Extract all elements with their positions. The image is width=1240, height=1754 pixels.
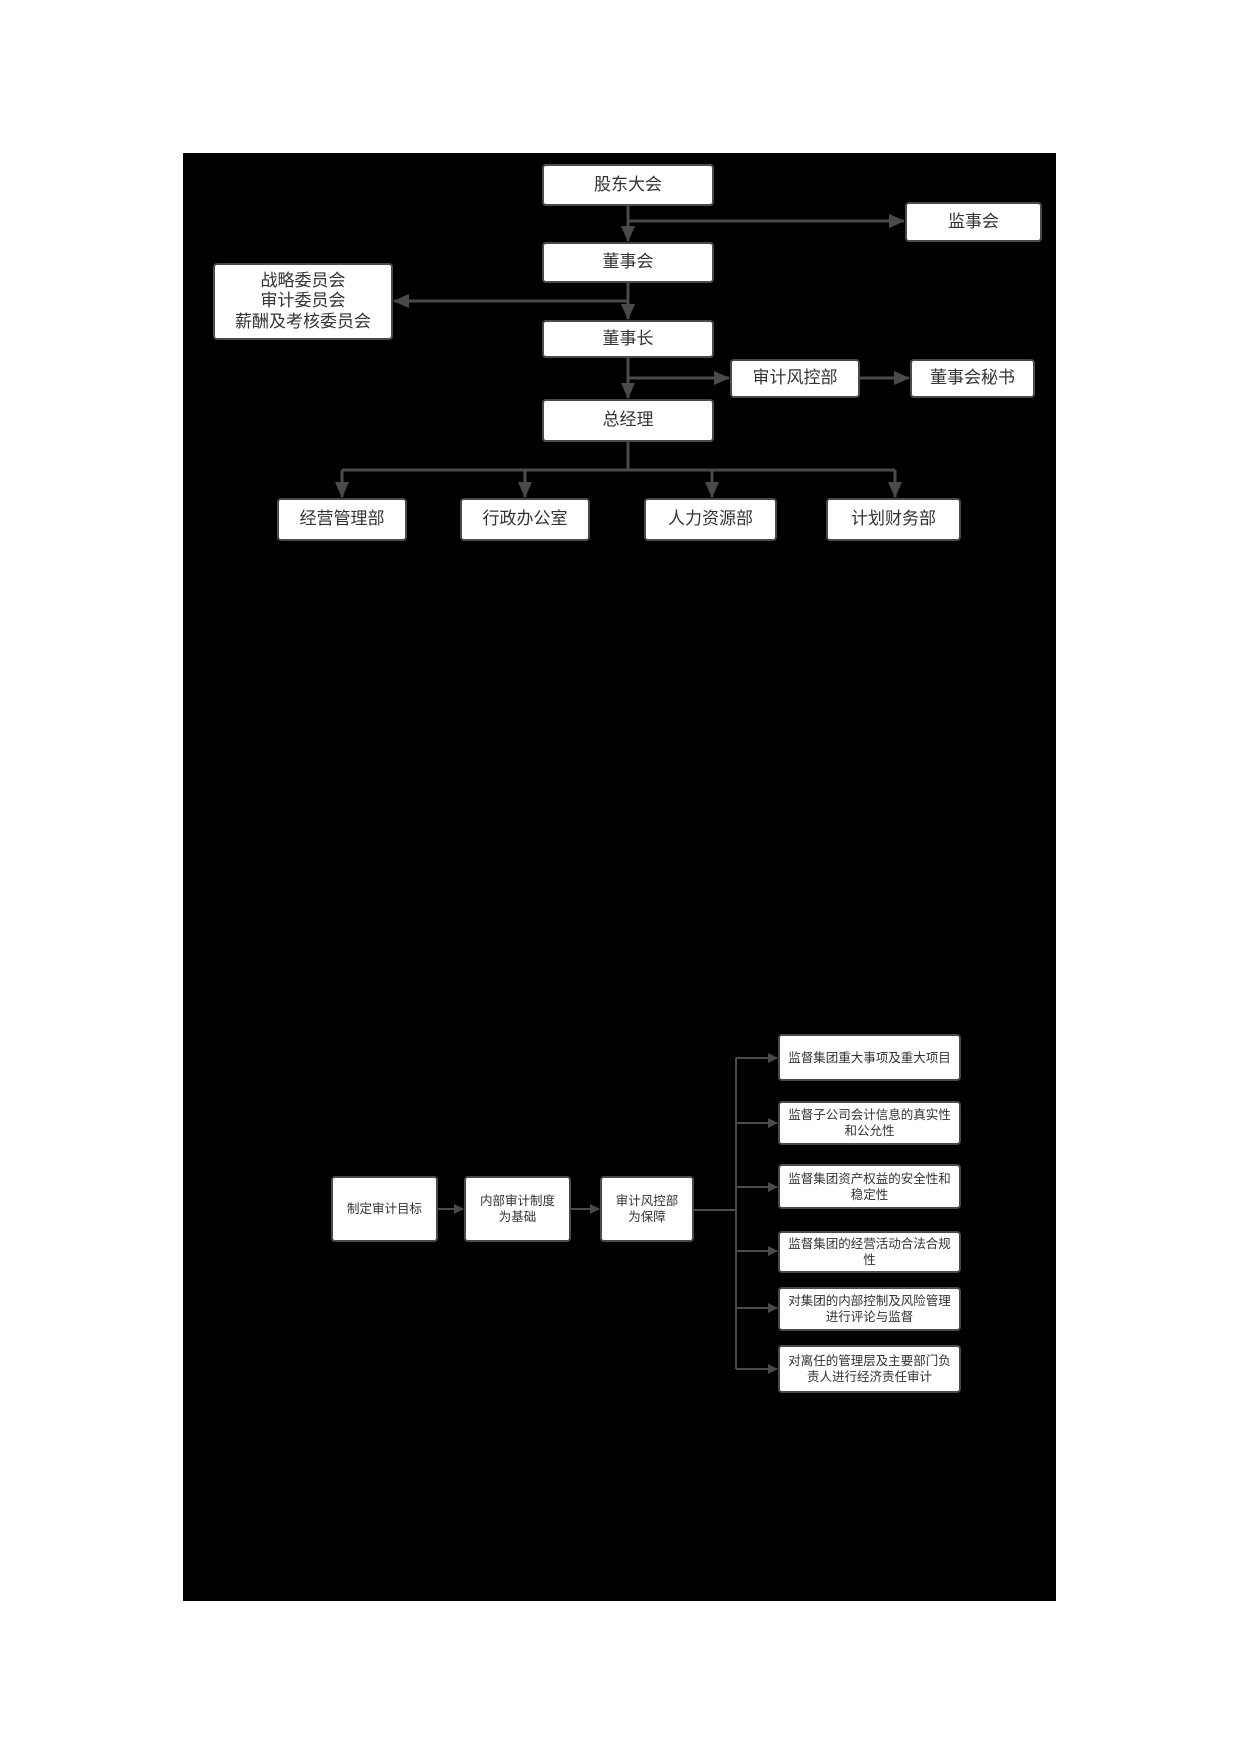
- committee-audit: 审计委员会: [260, 291, 346, 312]
- duty-label: 监督集团重大事项及重大项目: [788, 1049, 951, 1065]
- node-general-manager: 总经理: [542, 399, 714, 442]
- node-dept-admin-office: 行政办公室: [460, 498, 590, 541]
- step-label-line2: 为保障: [628, 1209, 666, 1224]
- duty-label: 对集团的内部控制及风险管理进行评论与监督: [788, 1293, 951, 1324]
- duty-label: 监督集团的经营活动合法合规性: [788, 1236, 951, 1267]
- duty-label: 对离任的管理层及主要部门负责人进行经济责任审计: [788, 1353, 951, 1384]
- duty-economic-responsibility-audit: 对离任的管理层及主要部门负责人进行经济责任审计: [778, 1345, 961, 1393]
- duty-accounting-info: 监督子公司会计信息的真实性和公允性: [778, 1101, 961, 1145]
- node-dept-finance: 计划财务部: [826, 498, 961, 541]
- node-label: 总经理: [602, 410, 654, 431]
- node-committees: 战略委员会 审计委员会 薪酬及考核委员会: [213, 263, 393, 340]
- committee-compensation: 薪酬及考核委员会: [235, 311, 371, 332]
- node-label: 董事会秘书: [930, 368, 1015, 389]
- node-label: 行政办公室: [482, 509, 568, 530]
- committee-strategy: 战略委员会: [260, 270, 346, 291]
- node-board-secretary: 董事会秘书: [910, 359, 1035, 398]
- duty-compliance: 监督集团的经营活动合法合规性: [778, 1231, 961, 1273]
- duty-asset-security: 监督集团资产权益的安全性和稳定性: [778, 1164, 961, 1209]
- step-label: 制定审计目标: [346, 1201, 422, 1217]
- duty-internal-control-review: 对集团的内部控制及风险管理进行评论与监督: [778, 1287, 961, 1331]
- node-board-of-directors: 董事会: [542, 242, 714, 283]
- step-label-line2: 为基础: [498, 1209, 537, 1224]
- node-shareholders-meeting: 股东大会: [542, 164, 714, 206]
- duty-label: 监督集团资产权益的安全性和稳定性: [788, 1170, 951, 1202]
- node-label: 计划财务部: [851, 509, 936, 530]
- node-label: 人力资源部: [668, 509, 753, 530]
- node-label: 审计风控部: [752, 368, 838, 389]
- node-dept-operations: 经营管理部: [277, 498, 407, 541]
- node-audit-risk-dept: 审计风控部: [730, 359, 860, 398]
- node-dept-hr: 人力资源部: [644, 498, 777, 541]
- flow-step-audit-risk-dept: 审计风控部 为保障: [600, 1176, 694, 1242]
- node-label: 董事长: [602, 328, 654, 349]
- flow-step-internal-audit-system: 内部审计制度 为基础: [464, 1176, 571, 1242]
- node-label: 董事会: [602, 252, 654, 273]
- step-label-line1: 审计风控部: [615, 1193, 679, 1209]
- duty-label: 监督子公司会计信息的真实性和公允性: [788, 1107, 951, 1138]
- step-label-line1: 内部审计制度: [479, 1193, 555, 1209]
- flow-step-set-audit-goals: 制定审计目标: [331, 1176, 438, 1242]
- duty-major-matters: 监督集团重大事项及重大项目: [778, 1034, 961, 1081]
- node-label: 经营管理部: [299, 509, 385, 530]
- node-label: 监事会: [948, 211, 999, 232]
- node-label: 股东大会: [594, 174, 662, 195]
- node-supervisory-board: 监事会: [905, 202, 1042, 242]
- node-chairman: 董事长: [542, 320, 714, 358]
